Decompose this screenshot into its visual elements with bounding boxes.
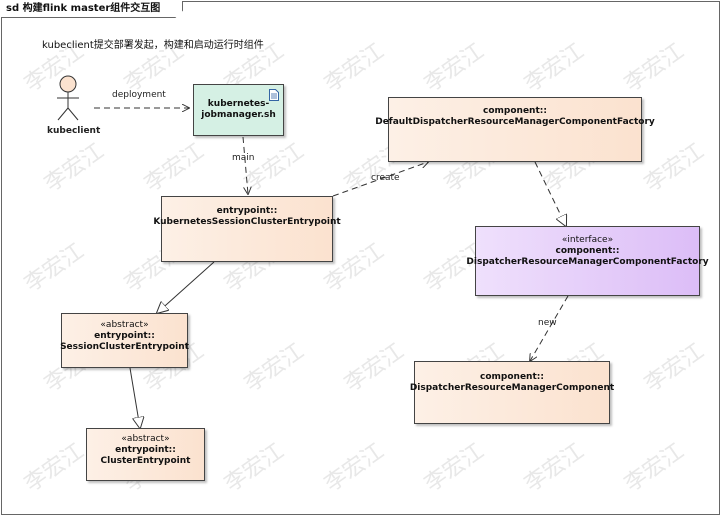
class-stereotype: «abstract» [100,320,149,330]
edge-label-main: main [232,153,255,163]
class-name: SessionClusterEntrypoint [60,342,189,352]
edge-label-new: new [538,318,557,328]
artifact-name-line2: jobmanager.sh [201,110,276,120]
edge-main [242,136,248,194]
edge-create [332,162,428,197]
actor-figure[interactable] [57,75,79,121]
edge-new [530,295,569,361]
class-namespace: component:: [555,246,620,256]
class-stereotype: «abstract» [121,434,170,444]
class-dispatcher-resource-manager-component[interactable]: component:: DispatcherResourceManagerCom… [410,361,614,424]
edge-label-create: create [371,173,400,183]
class-namespace: entrypoint:: [216,206,278,216]
edge-label-deployment: deployment [112,90,166,100]
class-namespace: entrypoint:: [115,445,176,455]
class-namespace: entrypoint:: [94,331,155,341]
interface-dispatcher-resource-manager-component-factory[interactable]: «interface» component:: DispatcherResour… [466,226,709,296]
class-session-cluster-entrypoint[interactable]: «abstract» entrypoint:: SessionClusterEn… [60,313,189,368]
edge-generalization-1 [157,261,215,313]
class-kubernetes-session-cluster-entrypoint[interactable]: entrypoint:: KubernetesSessionClusterEnt… [153,196,341,262]
class-namespace: component:: [480,372,544,382]
class-name: DispatcherResourceManagerComponent [409,383,615,393]
artifact-name-line1: kubernetes- [207,99,270,109]
diagram-note: kubeclient提交部署发起，构建和启动运行时组件 [42,40,264,51]
edge-realization [534,161,566,226]
actor-label: kubeclient [47,126,101,136]
document-icon [269,89,279,101]
edge-generalization-2 [129,367,140,428]
class-name: DefaultDispatcherResourceManagerComponen… [375,117,655,127]
class-default-dispatcher-resource-manager-component-factory[interactable]: component:: DefaultDispatcherResourceMan… [375,97,655,162]
frame-title: sd 构建flink master组件交互图 [1,1,183,18]
class-stereotype: «interface» [561,235,614,245]
class-name: ClusterEntrypoint [100,456,191,466]
class-cluster-entrypoint[interactable]: «abstract» entrypoint:: ClusterEntrypoin… [86,428,205,481]
artifact-jobmanager-script[interactable]: kubernetes- jobmanager.sh [193,84,284,136]
class-namespace: component:: [483,106,547,116]
class-name: KubernetesSessionClusterEntrypoint [153,217,341,227]
class-name: DispatcherResourceManagerComponentFactor… [466,257,709,267]
